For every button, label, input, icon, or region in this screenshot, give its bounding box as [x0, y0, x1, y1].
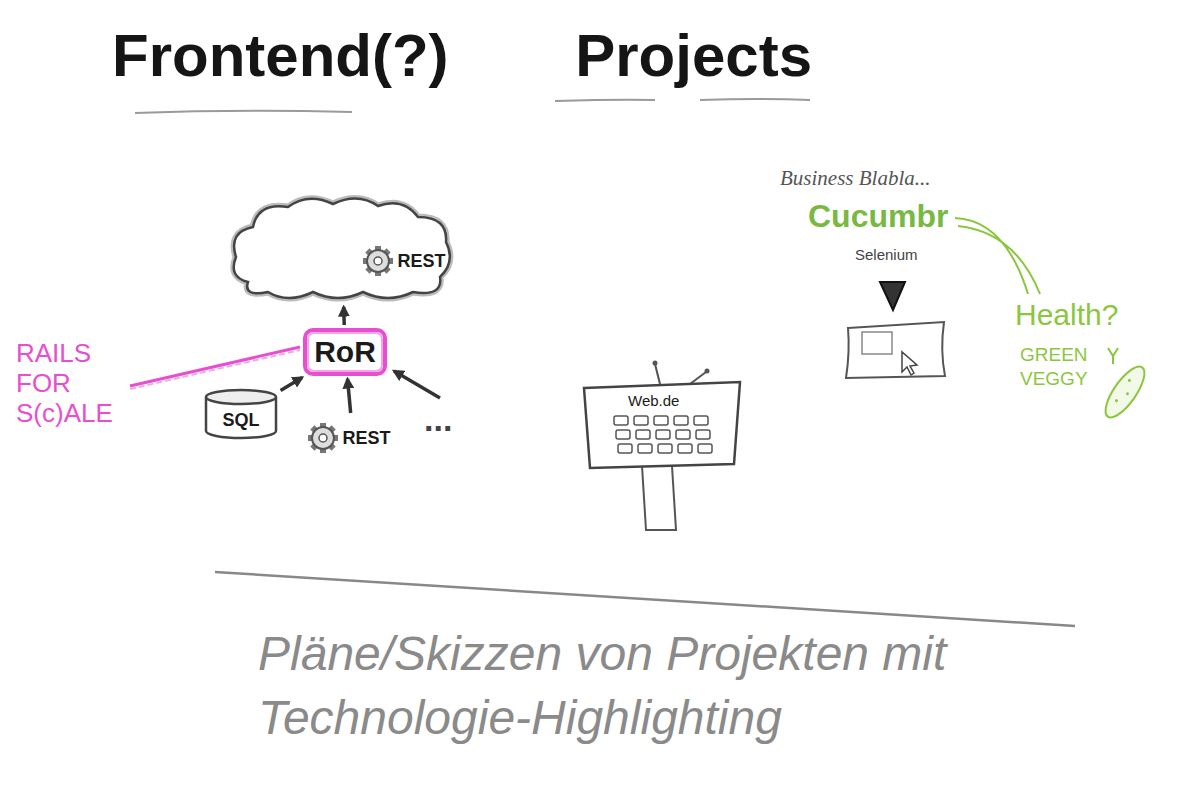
board-key	[634, 416, 648, 425]
board-key	[654, 416, 668, 425]
board-key	[674, 416, 688, 425]
more-sources-arrow	[394, 371, 440, 398]
board-key	[616, 430, 630, 439]
board-key	[656, 430, 670, 439]
flow-arrow	[348, 379, 351, 413]
database-cylinder: SQL	[204, 388, 278, 440]
board-key	[638, 444, 652, 453]
note: Business Blabla...	[780, 166, 931, 191]
caption: Pläne/Skizzen von Projekten mit Technolo…	[258, 622, 958, 750]
cloud-line	[234, 198, 450, 298]
diagram-title: Frontend(?) Projects	[112, 20, 812, 92]
rest-gear: REST	[308, 416, 398, 460]
node-text: SQL	[222, 410, 259, 431]
leader-line	[130, 350, 300, 389]
board-key	[698, 444, 712, 453]
tool-name: Selenium	[855, 246, 918, 263]
node-text: RoR	[314, 335, 376, 370]
browser-window	[846, 322, 945, 378]
cloud-shadow	[234, 198, 450, 298]
framework-box: RoR	[303, 328, 387, 376]
tool-name: Cucumbr	[808, 198, 948, 235]
board-key	[696, 430, 710, 439]
flow-arrow	[342, 307, 346, 325]
rest-gear: REST	[363, 234, 453, 288]
gear-hole	[319, 434, 327, 442]
note: Health?	[1015, 298, 1118, 332]
antenna	[655, 364, 660, 384]
node-text: REST	[397, 251, 445, 272]
note: GREEN VEGGY	[1020, 343, 1112, 391]
cucumber-dot	[1114, 399, 1118, 403]
cucumber-body	[1099, 361, 1151, 423]
node-text: Web.de	[628, 392, 679, 409]
flow-arrow	[281, 378, 303, 391]
sprout	[1108, 348, 1118, 364]
cloud-outline	[234, 198, 450, 298]
gear-body	[367, 250, 389, 272]
title-underline	[135, 111, 352, 113]
ror-outline	[305, 330, 385, 374]
ellipsis: ...	[424, 400, 452, 439]
highlight-border	[308, 333, 382, 371]
leader-line	[130, 347, 300, 386]
node-text: REST	[342, 428, 390, 449]
gear-outline	[363, 246, 393, 276]
board-key	[636, 430, 650, 439]
callout-note: RAILS FOR S(c)ALE	[16, 338, 128, 428]
post	[642, 466, 676, 530]
cylinder-top	[206, 390, 276, 404]
board-outline	[584, 382, 740, 468]
down-triangle	[880, 282, 905, 310]
board-key	[658, 444, 672, 453]
board-key	[678, 444, 692, 453]
cucumber-dot	[1127, 378, 1131, 382]
antenna-tip	[653, 361, 658, 366]
cloud-shape: REST	[228, 192, 456, 304]
title-underline	[555, 99, 810, 101]
gear-body	[312, 427, 334, 449]
billboard: Web.de	[580, 382, 742, 468]
board-key	[694, 416, 708, 425]
browser-sketch	[846, 322, 945, 378]
cyl-outline	[206, 390, 276, 438]
board-key	[676, 430, 690, 439]
gear-outline	[308, 423, 338, 453]
board-key	[618, 444, 632, 453]
board-key	[614, 416, 628, 425]
mouse-cursor	[902, 352, 917, 375]
board-frame	[584, 382, 740, 468]
antenna-tip	[705, 369, 710, 374]
highlight-border	[305, 330, 385, 374]
cucumber	[1099, 348, 1151, 423]
leader-line	[955, 218, 1040, 294]
cucumber-dot	[1125, 392, 1129, 396]
gear-hole	[374, 257, 382, 265]
cloud-shape-shape	[228, 192, 456, 304]
browser-content	[862, 332, 892, 354]
separator-line	[215, 572, 1075, 626]
